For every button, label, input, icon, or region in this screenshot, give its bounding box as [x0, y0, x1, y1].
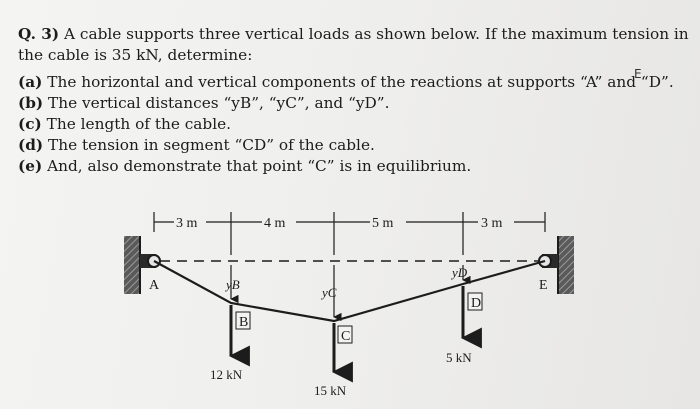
span-dimensions: 3 m 4 m 5 m 3 m — [153, 212, 546, 255]
question-number: Q. 3) — [18, 25, 60, 43]
part-c-text: The length of the cable. — [46, 115, 232, 133]
part-d: (d) The tension in segment “CD” of the c… — [18, 135, 694, 156]
right-support — [538, 236, 574, 294]
part-b-label: (b) — [18, 94, 44, 112]
left-wall-hatch — [124, 236, 140, 294]
span-de-label: 3 m — [481, 216, 503, 231]
question-line-2: the cable is 35 kN, determine: — [18, 46, 253, 64]
load-c-value: 15 kN — [314, 383, 347, 398]
part-a-text: The horizontal and vertical components o… — [47, 73, 674, 91]
load-b-value: 12 kN — [210, 367, 243, 382]
point-e-label: E — [539, 278, 548, 293]
span-ab-label: 3 m — [176, 216, 198, 231]
part-e-text: And, also demonstrate that point “C” is … — [47, 157, 472, 175]
part-a: (a) The horizontal and vertical componen… — [18, 72, 694, 93]
handwritten-e-correction: E — [634, 67, 642, 81]
part-a-label: (a) — [18, 73, 43, 91]
point-d-label: D — [471, 296, 481, 311]
part-c: (c) The length of the cable. — [18, 114, 694, 135]
yd-label: yD — [450, 265, 468, 280]
point-c-label: C — [341, 329, 350, 344]
part-d-text: The tension in segment “CD” of the cable… — [48, 136, 375, 154]
distance-arrows — [230, 265, 471, 322]
cable — [153, 259, 546, 323]
point-a-label: A — [149, 278, 160, 293]
right-wall-hatch — [558, 236, 574, 294]
yc-label: yC — [320, 285, 337, 300]
part-c-label: (c) — [18, 115, 42, 133]
point-b-label: B — [239, 315, 248, 330]
question-text-1: A cable supports three vertical loads as… — [63, 25, 689, 43]
part-e: (e) And, also demonstrate that point “C”… — [18, 156, 694, 177]
yb-label: yB — [224, 277, 240, 292]
part-b: (b) The vertical distances “yB”, “yC”, a… — [18, 93, 694, 114]
span-bc-label: 4 m — [264, 216, 286, 231]
question-line-1: Q. 3) A cable supports three vertical lo… — [18, 24, 694, 45]
span-cd-label: 5 m — [372, 216, 394, 231]
part-e-label: (e) — [18, 157, 43, 175]
problem-text: Q. 3) A cable supports three vertical lo… — [18, 24, 694, 177]
load-arrows — [228, 286, 482, 383]
part-d-label: (d) — [18, 136, 44, 154]
part-b-text: The vertical distances “yB”, “yC”, and “… — [48, 94, 390, 112]
load-d-value: 5 kN — [446, 350, 472, 365]
